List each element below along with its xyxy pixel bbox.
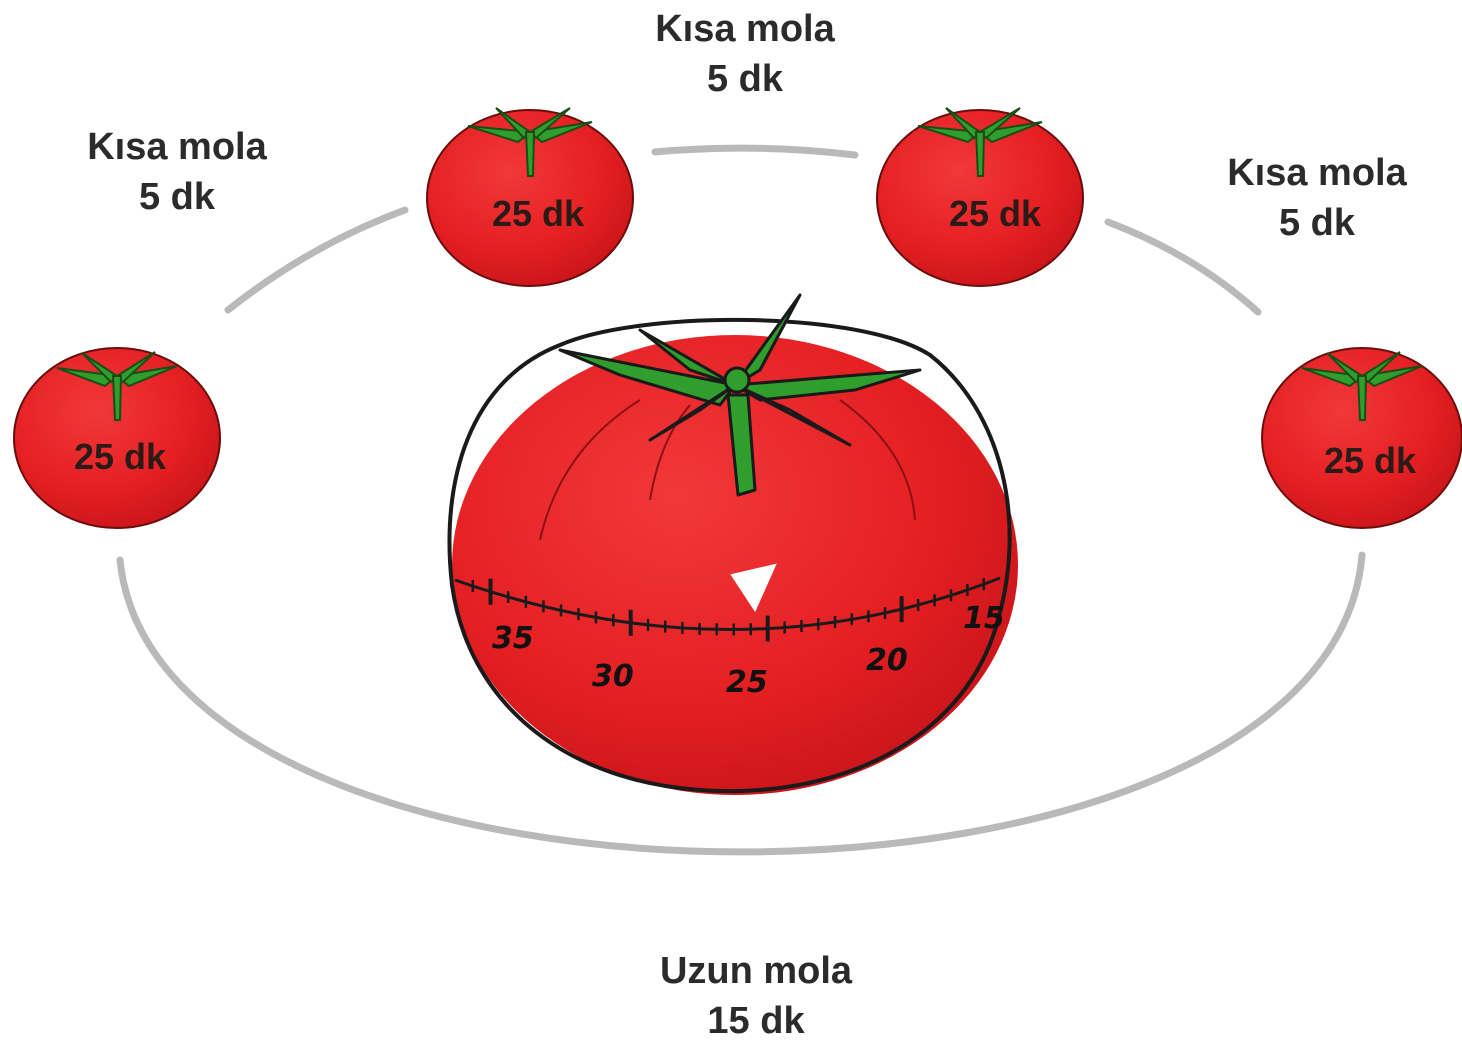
cycle-line-top (655, 148, 855, 155)
dial-number-25: 25 (726, 665, 768, 700)
break-duration: 5 dk (1172, 198, 1462, 248)
break-title: Uzun mola (606, 946, 906, 996)
tomato-top-right-label: 25 dk (935, 193, 1055, 235)
cycle-line-left (228, 210, 405, 310)
break-duration: 5 dk (600, 54, 890, 104)
break-label-top: Kısa mola 5 dk (600, 4, 890, 104)
break-title: Kısa mola (600, 4, 890, 54)
dial-number-15: 15 (963, 601, 1005, 636)
break-label-right: Kısa mola 5 dk (1172, 148, 1462, 248)
tomato-left-label: 25 dk (60, 436, 180, 478)
tomato-right (1262, 348, 1462, 528)
dial-number-35: 35 (492, 621, 534, 656)
dial-number-30: 30 (592, 659, 634, 694)
break-label-left: Kısa mola 5 dk (32, 122, 322, 222)
break-duration: 5 dk (32, 172, 322, 222)
tomato-timer: 35 30 25 20 15 (449, 295, 1018, 795)
break-duration: 15 dk (606, 996, 906, 1046)
break-label-bottom: Uzun mola 15 dk (606, 946, 906, 1046)
dial-number-20: 20 (866, 643, 908, 678)
break-title: Kısa mola (1172, 148, 1462, 198)
tomato-top-left-label: 25 dk (478, 193, 598, 235)
stem-knob-icon (725, 368, 749, 392)
tomato-right-label: 25 dk (1310, 440, 1430, 482)
break-title: Kısa mola (32, 122, 322, 172)
